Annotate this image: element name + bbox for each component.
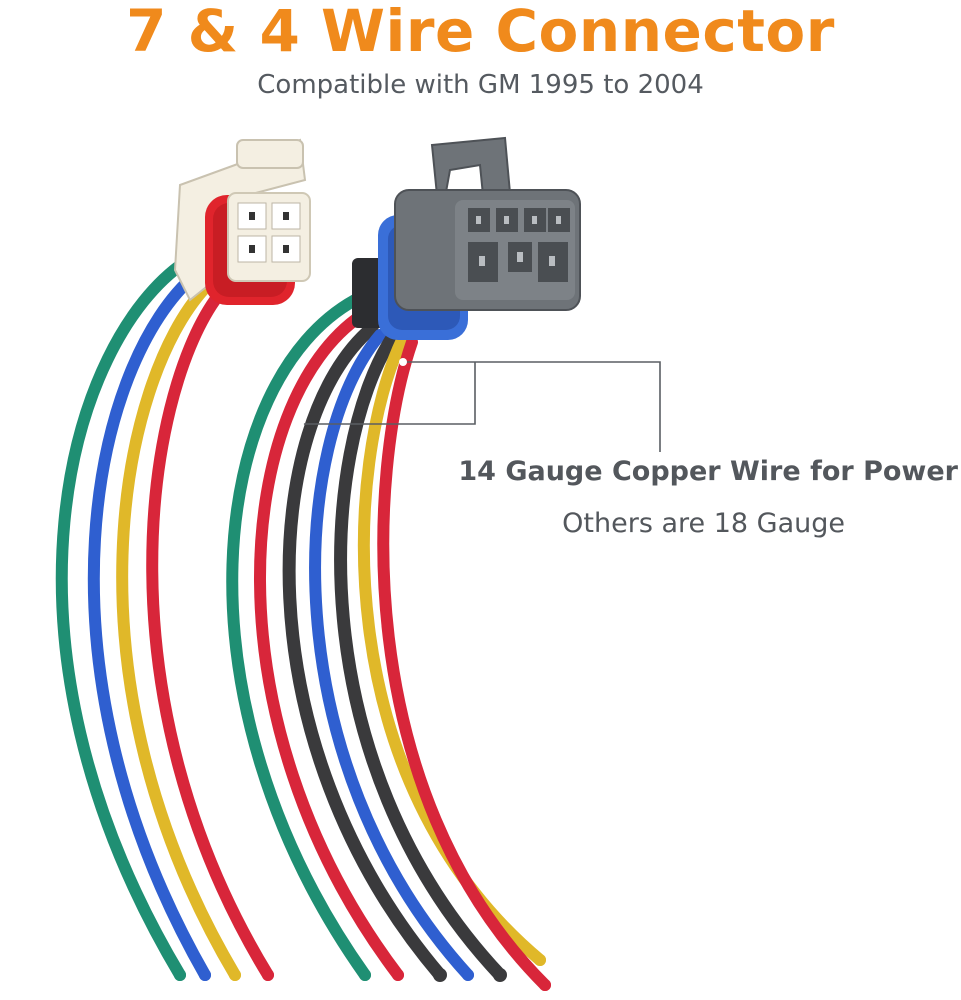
four-wire-bundle — [55, 256, 274, 981]
wire-black-7pin-b — [334, 331, 507, 982]
wire-yellow-4pin — [116, 282, 241, 981]
seven-pin-connector — [352, 136, 581, 340]
page-title: 7 & 4 Wire Connector — [126, 0, 835, 65]
wire-red-7pin-a — [254, 309, 404, 981]
wire-ends — [174, 954, 551, 991]
wire-black-7pin-a — [282, 321, 447, 982]
seven-wire-bundle — [226, 294, 551, 991]
page-subtitle: Compatible with GM 1995 to 2004 — [257, 70, 704, 100]
wire-red-7pin-b — [377, 336, 551, 991]
callout-other-wires: Others are 18 Gauge — [562, 508, 845, 539]
wire-green-7pin — [226, 294, 371, 981]
wire-red-4pin — [146, 294, 274, 981]
callout-power-wire: 14 Gauge Copper Wire for Power — [458, 456, 958, 487]
wire-green-4pin — [55, 256, 191, 981]
wire-blue-4pin — [87, 269, 211, 981]
four-pin-connector — [173, 138, 311, 305]
callout-pointer — [296, 358, 661, 452]
wire-blue-7pin — [309, 329, 474, 981]
